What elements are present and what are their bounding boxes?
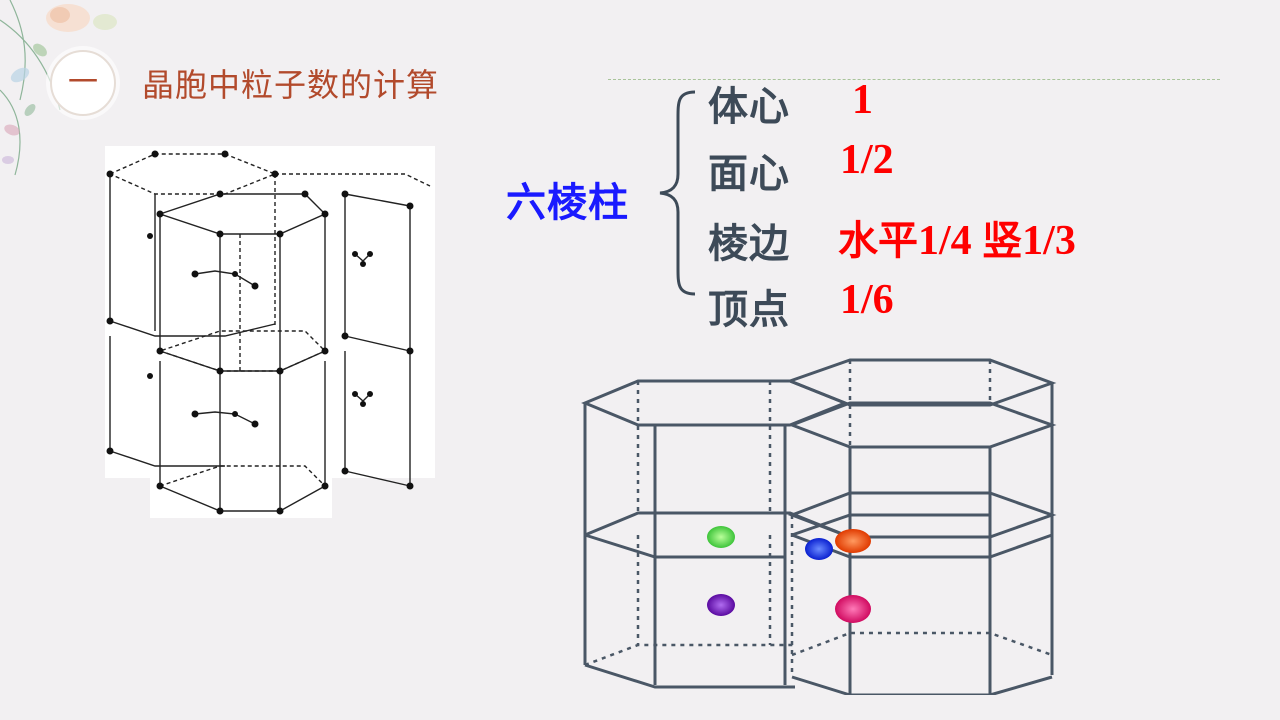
dot-face-orange [835, 529, 871, 553]
row-value-vertex: 1/6 [840, 277, 894, 323]
lattice-image-front [150, 186, 332, 518]
row-value-face-center: 1/2 [840, 137, 894, 183]
hexagonal-lattice-figure [106, 150, 431, 515]
edge-horizontal-label: 水平 [838, 218, 918, 264]
brace-icon [659, 90, 696, 296]
row-label-vertex: 顶点 [708, 287, 790, 333]
row-label-body-center: 体心 [708, 84, 790, 130]
edge-vertical-label: 竖 [982, 218, 1023, 264]
dot-edge-pink [835, 595, 871, 623]
dot-vertex-purple [707, 594, 735, 616]
edge-horizontal-value: 1/4 [918, 218, 972, 264]
hexagonal-prism-diagram [581, 358, 1057, 695]
dot-body-center-green [707, 526, 735, 548]
row-label-face-center: 面心 [708, 151, 790, 197]
row-value-body-center: 1 [852, 77, 873, 123]
dot-edge-blue [805, 538, 833, 560]
section-title: 晶胞中粒子数的计算 [142, 66, 440, 104]
section-number-badge: 一 [50, 50, 116, 116]
divider [608, 79, 1220, 80]
term-hexagonal-prism: 六棱柱 [506, 180, 629, 226]
row-value-edge: 水平1/4 竖1/3 [838, 208, 1076, 266]
edge-vertical-value: 1/3 [1022, 218, 1076, 264]
row-label-edge: 棱边 [708, 221, 790, 267]
section-number: 一 [68, 65, 98, 100]
floral-decoration-icon [0, 0, 117, 176]
